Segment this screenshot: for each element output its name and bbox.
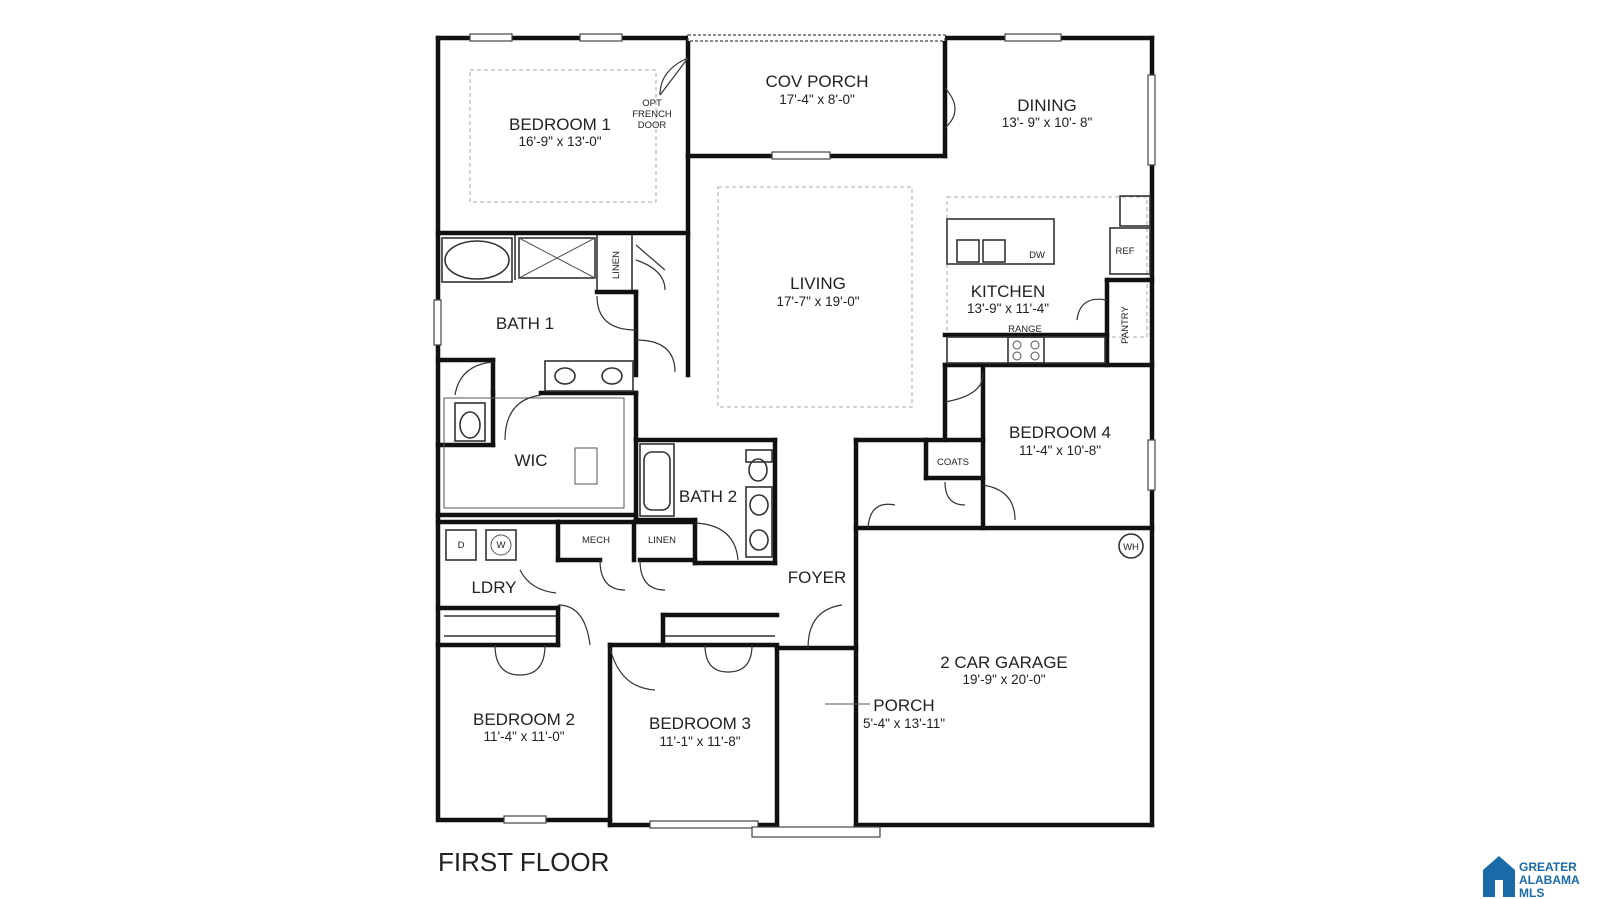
- french-door-line1: OPT: [642, 98, 662, 109]
- bath1-name: BATH 1: [496, 314, 554, 333]
- bedroom4-dims: 11'-4" x 10'-8": [1019, 443, 1101, 458]
- room-labels: BEDROOM 1 16'-9" x 13'-0" OPT FRENCH DOO…: [471, 72, 1111, 749]
- interior-walls: [435, 195, 1155, 651]
- kitchen-name: KITCHEN: [971, 282, 1046, 301]
- bedroom2-name: BEDROOM 2: [473, 710, 575, 729]
- linen1-label: LINEN: [611, 251, 622, 279]
- bedroom1-name: BEDROOM 1: [509, 115, 611, 134]
- bedroom3-dims: 11'-1" x 11'-8": [659, 734, 740, 749]
- exterior-walls: [435, 35, 1155, 828]
- garage-name: 2 CAR GARAGE: [940, 653, 1068, 672]
- bedroom1-dims: 16'-9" x 13'-0": [518, 134, 601, 149]
- greater-alabama-mls-logo: GREATER ALABAMA MLS: [1483, 856, 1580, 899]
- cov-porch-name: COV PORCH: [766, 72, 869, 91]
- living-dims: 17'-7" x 19'-0": [776, 294, 859, 309]
- house-icon: [1483, 856, 1515, 897]
- mech-label: MECH: [582, 535, 610, 546]
- garage-dims: 19'-9" x 20'-0": [962, 672, 1045, 687]
- fixture-labels: LINEN LINEN MECH COATS PANTRY REF DW RAN…: [458, 246, 1139, 553]
- pantry-label: PANTRY: [1120, 306, 1131, 344]
- washer-label: W: [497, 540, 506, 551]
- wh-label: WH: [1123, 542, 1139, 553]
- range-label: RANGE: [1008, 324, 1042, 335]
- dining-name: DINING: [1017, 96, 1077, 115]
- dining-dims: 13'- 9" x 10'- 8": [1002, 115, 1093, 130]
- windows: [433, 33, 1156, 838]
- porch-dims: 5'-4" x 13'-11": [863, 716, 945, 731]
- logo-line3: MLS: [1519, 886, 1544, 899]
- floor-label: FIRST FLOOR: [438, 847, 609, 877]
- bedroom2-dims: 11'-4" x 11'-0": [483, 729, 564, 744]
- ref-label: REF: [1116, 246, 1135, 257]
- cov-porch-dims: 17'-4" x 8'-0": [779, 92, 855, 107]
- wic-name: WIC: [514, 451, 547, 470]
- dryer-label: D: [458, 540, 465, 551]
- porch-name: PORCH: [873, 696, 934, 715]
- french-door-line2: FRENCH: [632, 109, 672, 120]
- bedroom4-name: BEDROOM 4: [1009, 423, 1111, 442]
- doors: [454, 57, 1108, 705]
- kitchen-dims: 13'-9" x 11'-4": [967, 301, 1049, 316]
- dw-label: DW: [1029, 250, 1045, 261]
- logo-line2: ALABAMA: [1519, 873, 1580, 887]
- foyer-name: FOYER: [788, 568, 847, 587]
- logo-line1: GREATER: [1519, 860, 1577, 874]
- living-name: LIVING: [790, 274, 846, 293]
- bath2-name: BATH 2: [679, 487, 737, 506]
- bedroom3-name: BEDROOM 3: [649, 714, 751, 733]
- linen2-label: LINEN: [648, 535, 676, 546]
- ldry-name: LDRY: [471, 578, 516, 597]
- french-door-line3: DOOR: [638, 120, 667, 131]
- coats-label: COATS: [937, 457, 969, 468]
